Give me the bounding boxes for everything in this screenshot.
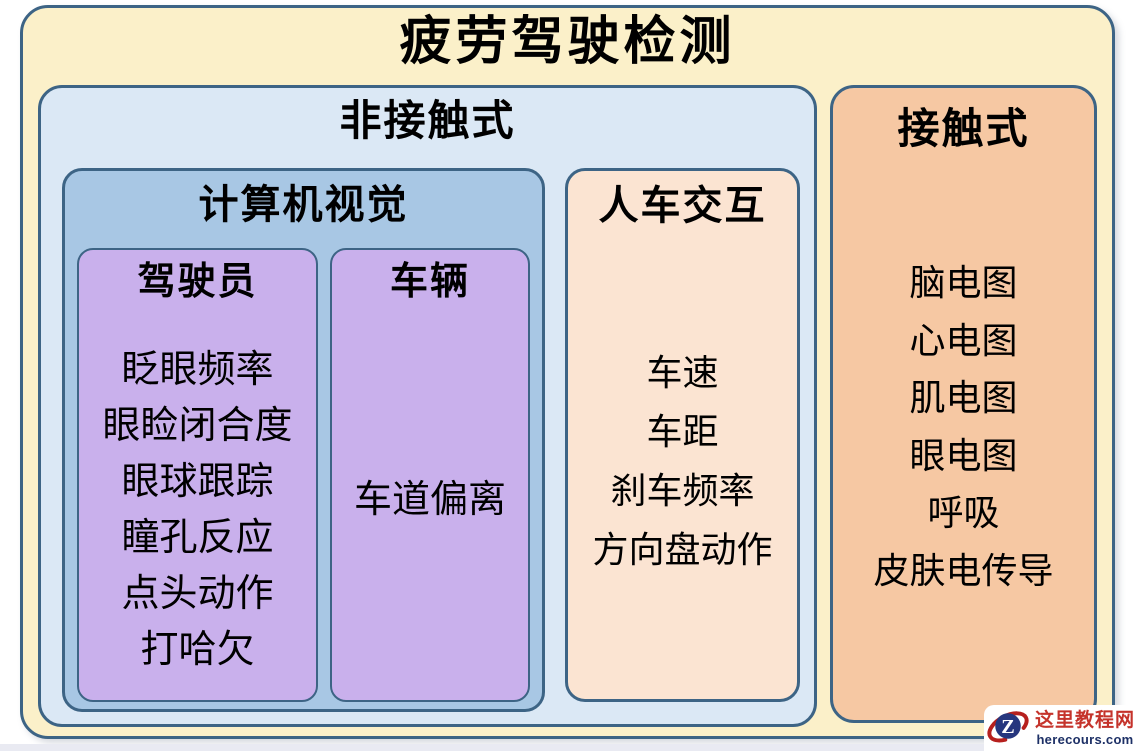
interaction-item-list: 车速 车距 刹车频率 方向盘动作: [568, 343, 797, 579]
list-item: 眼睑闭合度: [102, 405, 293, 447]
contact-label: 接触式: [897, 105, 1030, 152]
vehicle-item-list: 车道偏离: [332, 472, 528, 528]
list-item: 呼吸: [927, 492, 1000, 533]
list-item: 眨眼频率: [121, 349, 274, 391]
list-item: 刹车频率: [610, 470, 755, 511]
watermark: Z 这里教程网 herecours.com: [984, 705, 1142, 751]
page-bottom-strip: [0, 744, 1142, 751]
group-contact: 接触式 脑电图 心电图 肌电图 眼电图 呼吸 皮肤电传导: [830, 85, 1097, 723]
group-human-vehicle-interaction: 人车交互 车速 车距 刹车频率 方向盘动作: [565, 168, 800, 702]
diagram-title: 疲劳驾驶检测: [399, 13, 736, 71]
list-item: 眼电图: [909, 434, 1018, 476]
list-item: 车道偏离: [353, 479, 506, 521]
vehicle-label: 车辆: [389, 261, 470, 303]
list-item: 车速: [646, 352, 719, 393]
site-domain: herecours.com: [1036, 731, 1134, 747]
list-item: 眼球跟踪: [121, 461, 274, 503]
list-item: 脑电图: [909, 262, 1018, 303]
list-item: 心电图: [909, 319, 1018, 361]
contact-item-list: 脑电图 心电图 肌电图 眼电图 呼吸 皮肤电传导: [833, 254, 1094, 599]
group-driver: 驾驶员 眨眼频率 眼睑闭合度 眼球跟踪 瞳孔反应 点头动作 打哈欠: [77, 248, 318, 702]
list-item: 点头动作: [121, 573, 274, 615]
site-logo-icon: Z: [986, 704, 1030, 753]
list-item: 方向盘动作: [592, 529, 773, 570]
driver-item-list: 眨眼频率 眼睑闭合度 眼球跟踪 瞳孔反应 点头动作 打哈欠: [79, 342, 316, 678]
list-item: 肌电图: [909, 377, 1018, 418]
computer-vision-label: 计算机视觉: [198, 183, 409, 227]
list-item: 打哈欠: [140, 629, 255, 671]
site-name: 这里教程网: [1034, 709, 1135, 731]
driver-label: 驾驶员: [137, 261, 258, 303]
list-item: 瞳孔反应: [121, 517, 274, 559]
interaction-label: 人车交互: [598, 184, 767, 228]
list-item: 车距: [646, 411, 719, 452]
list-item: 皮肤电传导: [873, 549, 1054, 591]
logo-letter: Z: [1001, 716, 1015, 738]
watermark-text: 这里教程网 herecours.com: [1028, 710, 1142, 747]
group-vehicle: 车辆 车道偏离: [330, 248, 530, 702]
noncontact-label: 非接触式: [339, 97, 516, 144]
